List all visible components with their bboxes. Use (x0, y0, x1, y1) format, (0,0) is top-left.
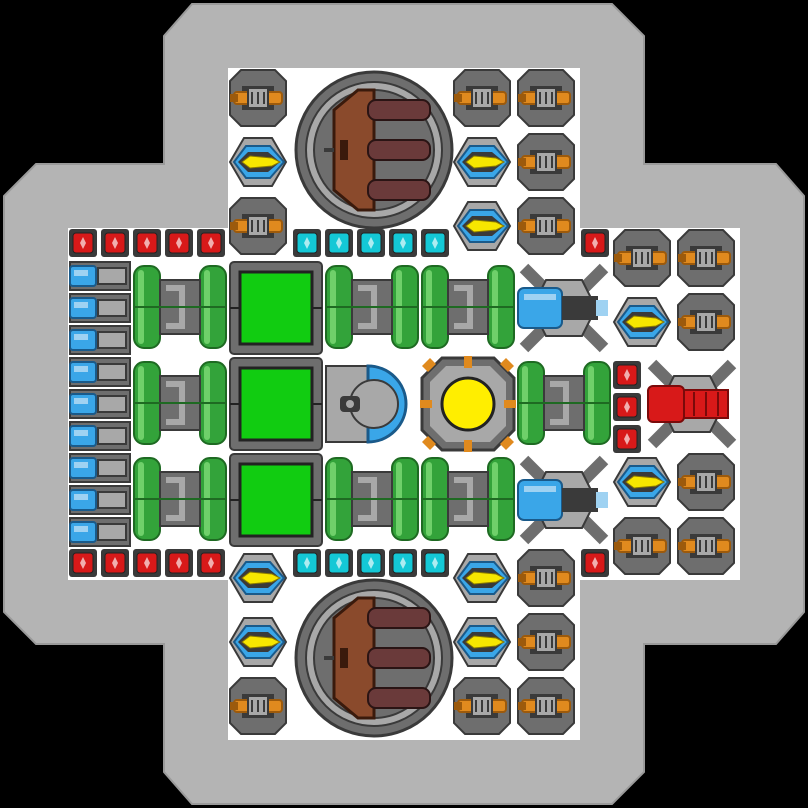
armor-block-cyan[interactable] (356, 228, 386, 258)
armor-block-cyan[interactable] (292, 548, 322, 578)
green-cargo-container[interactable] (228, 452, 324, 548)
armor-block-cyan[interactable] (388, 228, 418, 258)
blue-thruster[interactable] (68, 260, 132, 292)
autocannon-turret[interactable] (228, 68, 292, 128)
autocannon-turret[interactable] (452, 68, 516, 128)
armor-block-cyan[interactable] (420, 548, 450, 578)
missile-launcher[interactable] (612, 292, 676, 352)
armor-block-red[interactable] (612, 360, 642, 390)
blue-thruster[interactable] (68, 452, 132, 484)
autocannon-turret[interactable] (676, 292, 740, 352)
armor-block-cyan[interactable] (388, 548, 418, 578)
autocannon-turret[interactable] (612, 228, 676, 288)
radar-dome[interactable] (324, 356, 420, 452)
autocannon-turret[interactable] (676, 516, 740, 576)
missile-launcher[interactable] (228, 612, 292, 672)
heavy-gun-turret[interactable] (294, 70, 454, 230)
autocannon-turret[interactable] (676, 228, 740, 288)
armor-block-cyan[interactable] (324, 228, 354, 258)
blue-thruster[interactable] (68, 324, 132, 356)
green-cargo-container[interactable] (228, 260, 324, 356)
autocannon-turret[interactable] (452, 676, 516, 736)
missile-launcher[interactable] (612, 452, 676, 512)
fuel-tank[interactable] (324, 452, 420, 548)
armor-block-red[interactable] (68, 548, 98, 578)
autocannon-turret[interactable] (516, 68, 580, 128)
armor-block-red[interactable] (132, 228, 162, 258)
red-engine[interactable] (644, 356, 740, 452)
missile-launcher[interactable] (228, 132, 292, 192)
armor-block-red[interactable] (612, 424, 642, 454)
ship-core[interactable] (420, 356, 516, 452)
armor-block-red[interactable] (164, 548, 194, 578)
armor-block-red[interactable] (100, 548, 130, 578)
armor-block-red[interactable] (612, 392, 642, 422)
armor-block-cyan[interactable] (356, 548, 386, 578)
plasma-engine[interactable] (516, 452, 612, 548)
blue-thruster[interactable] (68, 516, 132, 548)
fuel-tank[interactable] (132, 356, 228, 452)
armor-block-cyan[interactable] (292, 228, 322, 258)
autocannon-turret[interactable] (676, 452, 740, 512)
autocannon-turret[interactable] (228, 676, 292, 736)
missile-launcher[interactable] (452, 132, 516, 192)
fuel-tank[interactable] (132, 260, 228, 356)
autocannon-turret[interactable] (516, 548, 580, 608)
autocannon-turret[interactable] (516, 132, 580, 192)
fuel-tank[interactable] (516, 356, 612, 452)
armor-block-red[interactable] (196, 548, 226, 578)
armor-block-red[interactable] (132, 548, 162, 578)
armor-block-red[interactable] (580, 548, 610, 578)
plasma-engine[interactable] (516, 260, 612, 356)
armor-block-cyan[interactable] (420, 228, 450, 258)
fuel-tank[interactable] (324, 260, 420, 356)
autocannon-turret[interactable] (228, 196, 292, 256)
missile-launcher[interactable] (228, 548, 292, 608)
blue-thruster[interactable] (68, 420, 132, 452)
fuel-tank[interactable] (420, 260, 516, 356)
autocannon-turret[interactable] (612, 516, 676, 576)
autocannon-turret[interactable] (516, 196, 580, 256)
armor-block-red[interactable] (100, 228, 130, 258)
autocannon-turret[interactable] (516, 612, 580, 672)
missile-launcher[interactable] (452, 548, 516, 608)
blue-thruster[interactable] (68, 292, 132, 324)
green-cargo-container[interactable] (228, 356, 324, 452)
blue-thruster[interactable] (68, 356, 132, 388)
heavy-gun-turret[interactable] (294, 578, 454, 738)
fuel-tank[interactable] (132, 452, 228, 548)
armor-block-red[interactable] (196, 228, 226, 258)
blue-thruster[interactable] (68, 388, 132, 420)
fuel-tank[interactable] (420, 452, 516, 548)
missile-launcher[interactable] (452, 196, 516, 256)
armor-block-red[interactable] (164, 228, 194, 258)
armor-block-red[interactable] (580, 228, 610, 258)
missile-launcher[interactable] (452, 612, 516, 672)
autocannon-turret[interactable] (516, 676, 580, 736)
blue-thruster[interactable] (68, 484, 132, 516)
armor-block-cyan[interactable] (324, 548, 354, 578)
armor-block-red[interactable] (68, 228, 98, 258)
